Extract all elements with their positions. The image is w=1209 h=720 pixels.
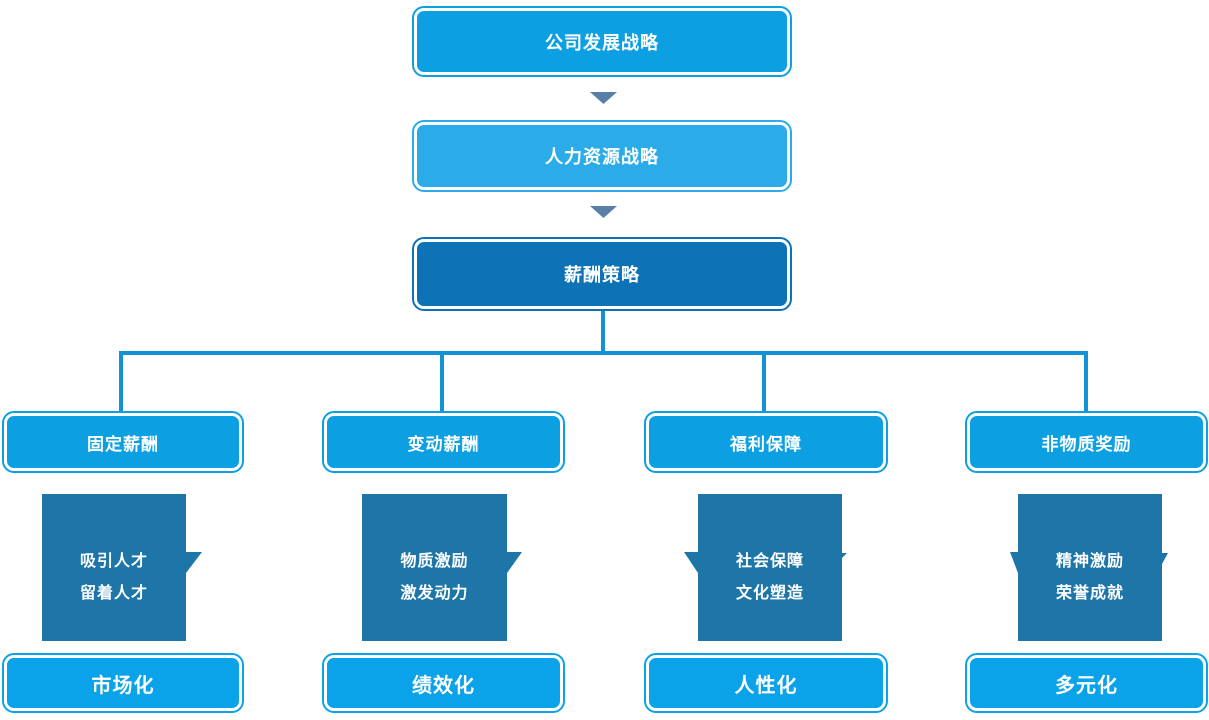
detail-line: 精神激励 [1055,552,1124,570]
chevron-notch-icon [1162,553,1168,564]
node-company-strategy: 公司发展战略 [414,8,790,75]
detail-fixed-pay: 吸引人才 留着人才 [42,494,186,641]
detail-variable-pay: 物质激励 激发动力 [362,494,507,641]
result-marketization: 市场化 [4,655,242,711]
node-label: 变动薪酬 [407,434,480,454]
node-label: 固定薪酬 [87,434,159,454]
chevron-notch-icon [684,552,698,573]
node-hr-strategy: 人力资源战略 [414,122,790,190]
node-variable-pay: 变动薪酬 [324,413,563,471]
detail-line: 吸引人才 [79,552,148,570]
node-label: 福利保障 [730,434,802,454]
detail-benefits: 社会保障 文化塑造 [698,494,842,641]
result-performance: 绩效化 [324,655,563,711]
node-label: 人性化 [734,674,798,697]
node-label: 薪酬策略 [564,265,640,285]
detail-line: 物质激励 [400,552,469,570]
chevron-notch-icon [842,553,847,558]
down-arrow-icon [590,206,617,218]
node-nonmaterial-rewards: 非物质奖励 [967,413,1206,471]
connector-lines [119,309,1088,413]
node-label: 市场化 [91,674,155,697]
result-humanization: 人性化 [646,655,886,711]
detail-line: 留着人才 [79,584,148,602]
node-compensation-strategy: 薪酬策略 [414,239,790,309]
detail-line: 激发动力 [400,584,469,602]
chevron-notch-icon [186,552,202,573]
chevron-notch-icon [507,552,522,573]
detail-line: 荣誉成就 [1055,584,1124,602]
node-label: 非物质奖励 [1041,434,1132,454]
detail-nonmaterial-rewards: 精神激励 荣誉成就 [1018,494,1162,641]
node-label: 绩效化 [412,674,475,697]
detail-line: 社会保障 [735,552,804,570]
result-diversification: 多元化 [967,655,1206,711]
down-arrow-icon [590,92,617,104]
node-label: 人力资源战略 [545,147,659,167]
detail-line: 文化塑造 [735,584,804,602]
node-fixed-pay: 固定薪酬 [4,413,242,471]
node-label: 多元化 [1055,674,1118,697]
node-benefits: 福利保障 [646,413,886,471]
node-label: 公司发展战略 [545,32,659,53]
chevron-notch-icon [1010,552,1018,573]
